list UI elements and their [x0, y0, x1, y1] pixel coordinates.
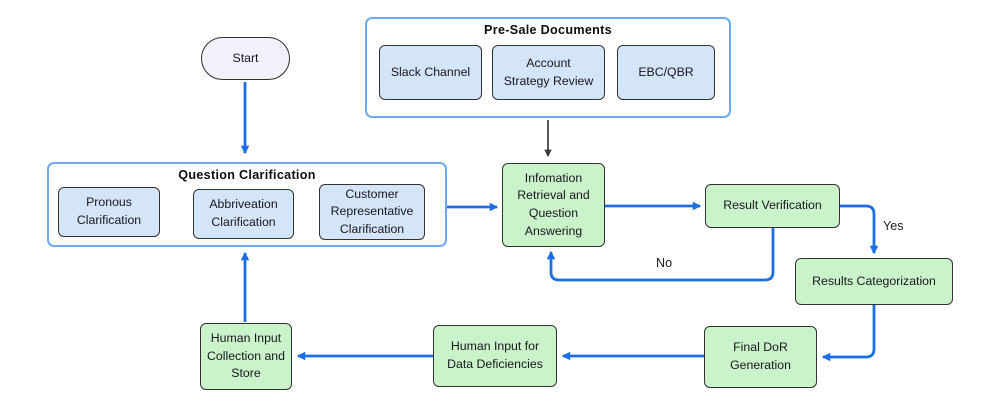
node-slack-channel: Slack Channel	[379, 45, 482, 100]
node-abbriveation-clarification: Abbriveation Clarification	[193, 189, 294, 239]
node-final-dor-generation: Final DoR Generation	[704, 326, 817, 388]
edge-result-verification-yes-to-results-categorization	[840, 204, 879, 255]
edge-result-verification-no-to-ir-qa	[546, 228, 775, 282]
edge-label-yes: Yes	[883, 219, 904, 233]
group-question-clarification: Question Clarification Pronous Clarifica…	[47, 162, 447, 247]
start-label: Start	[232, 50, 259, 65]
human-input-for-data-deficiencies-label: Human Input for Data Deficiencies	[447, 339, 543, 371]
result-verification-label: Result Verification	[723, 198, 822, 213]
node-information-retrieval-qa: Infomation Retrieval and Question Answer…	[502, 163, 605, 247]
customer-representative-clarification-label: Customer Representative Clarification	[330, 186, 414, 236]
abbriveation-clarification-label: Abbriveation Clarification	[209, 197, 278, 229]
slack-channel-label: Slack Channel	[390, 64, 471, 79]
edge-label-no: No	[656, 256, 673, 270]
account-strategy-review-label: Account Strategy Review	[503, 55, 594, 88]
question-clarification-group-title: Question Clarification	[178, 168, 316, 182]
pronous-clarification-label: Pronous Clarification	[76, 195, 142, 227]
information-retrieval-qa-label: Infomation Retrieval and Question Answer…	[517, 170, 590, 238]
node-human-input-collection-and-store: Human Input Collection and Store	[200, 323, 292, 390]
edge-results-categorization-to-final-dor	[821, 305, 876, 362]
node-results-categorization: Results Categorization	[795, 258, 953, 305]
node-human-input-for-data-deficiencies: Human Input for Data Deficiencies	[433, 325, 557, 387]
results-categorization-label: Results Categorization	[812, 273, 936, 288]
node-result-verification: Result Verification	[705, 184, 840, 228]
node-pronous-clarification: Pronous Clarification	[58, 187, 160, 237]
final-dor-generation-label: Final DoR Generation	[730, 340, 791, 372]
presale-group-title: Pre-Sale Documents	[484, 23, 612, 37]
node-customer-representative-clarification: Customer Representative Clarification	[319, 184, 425, 240]
group-presale-documents: Pre-Sale Documents Slack Channel Account…	[365, 17, 731, 118]
human-input-collection-and-store-label: Human Input Collection and Store	[207, 331, 285, 381]
node-account-strategy-review: Account Strategy Review	[492, 45, 605, 100]
node-start: Start	[201, 37, 290, 80]
ebc-qbr-label: EBC/QBR	[638, 64, 694, 79]
node-ebc-qbr: EBC/QBR	[617, 45, 715, 100]
